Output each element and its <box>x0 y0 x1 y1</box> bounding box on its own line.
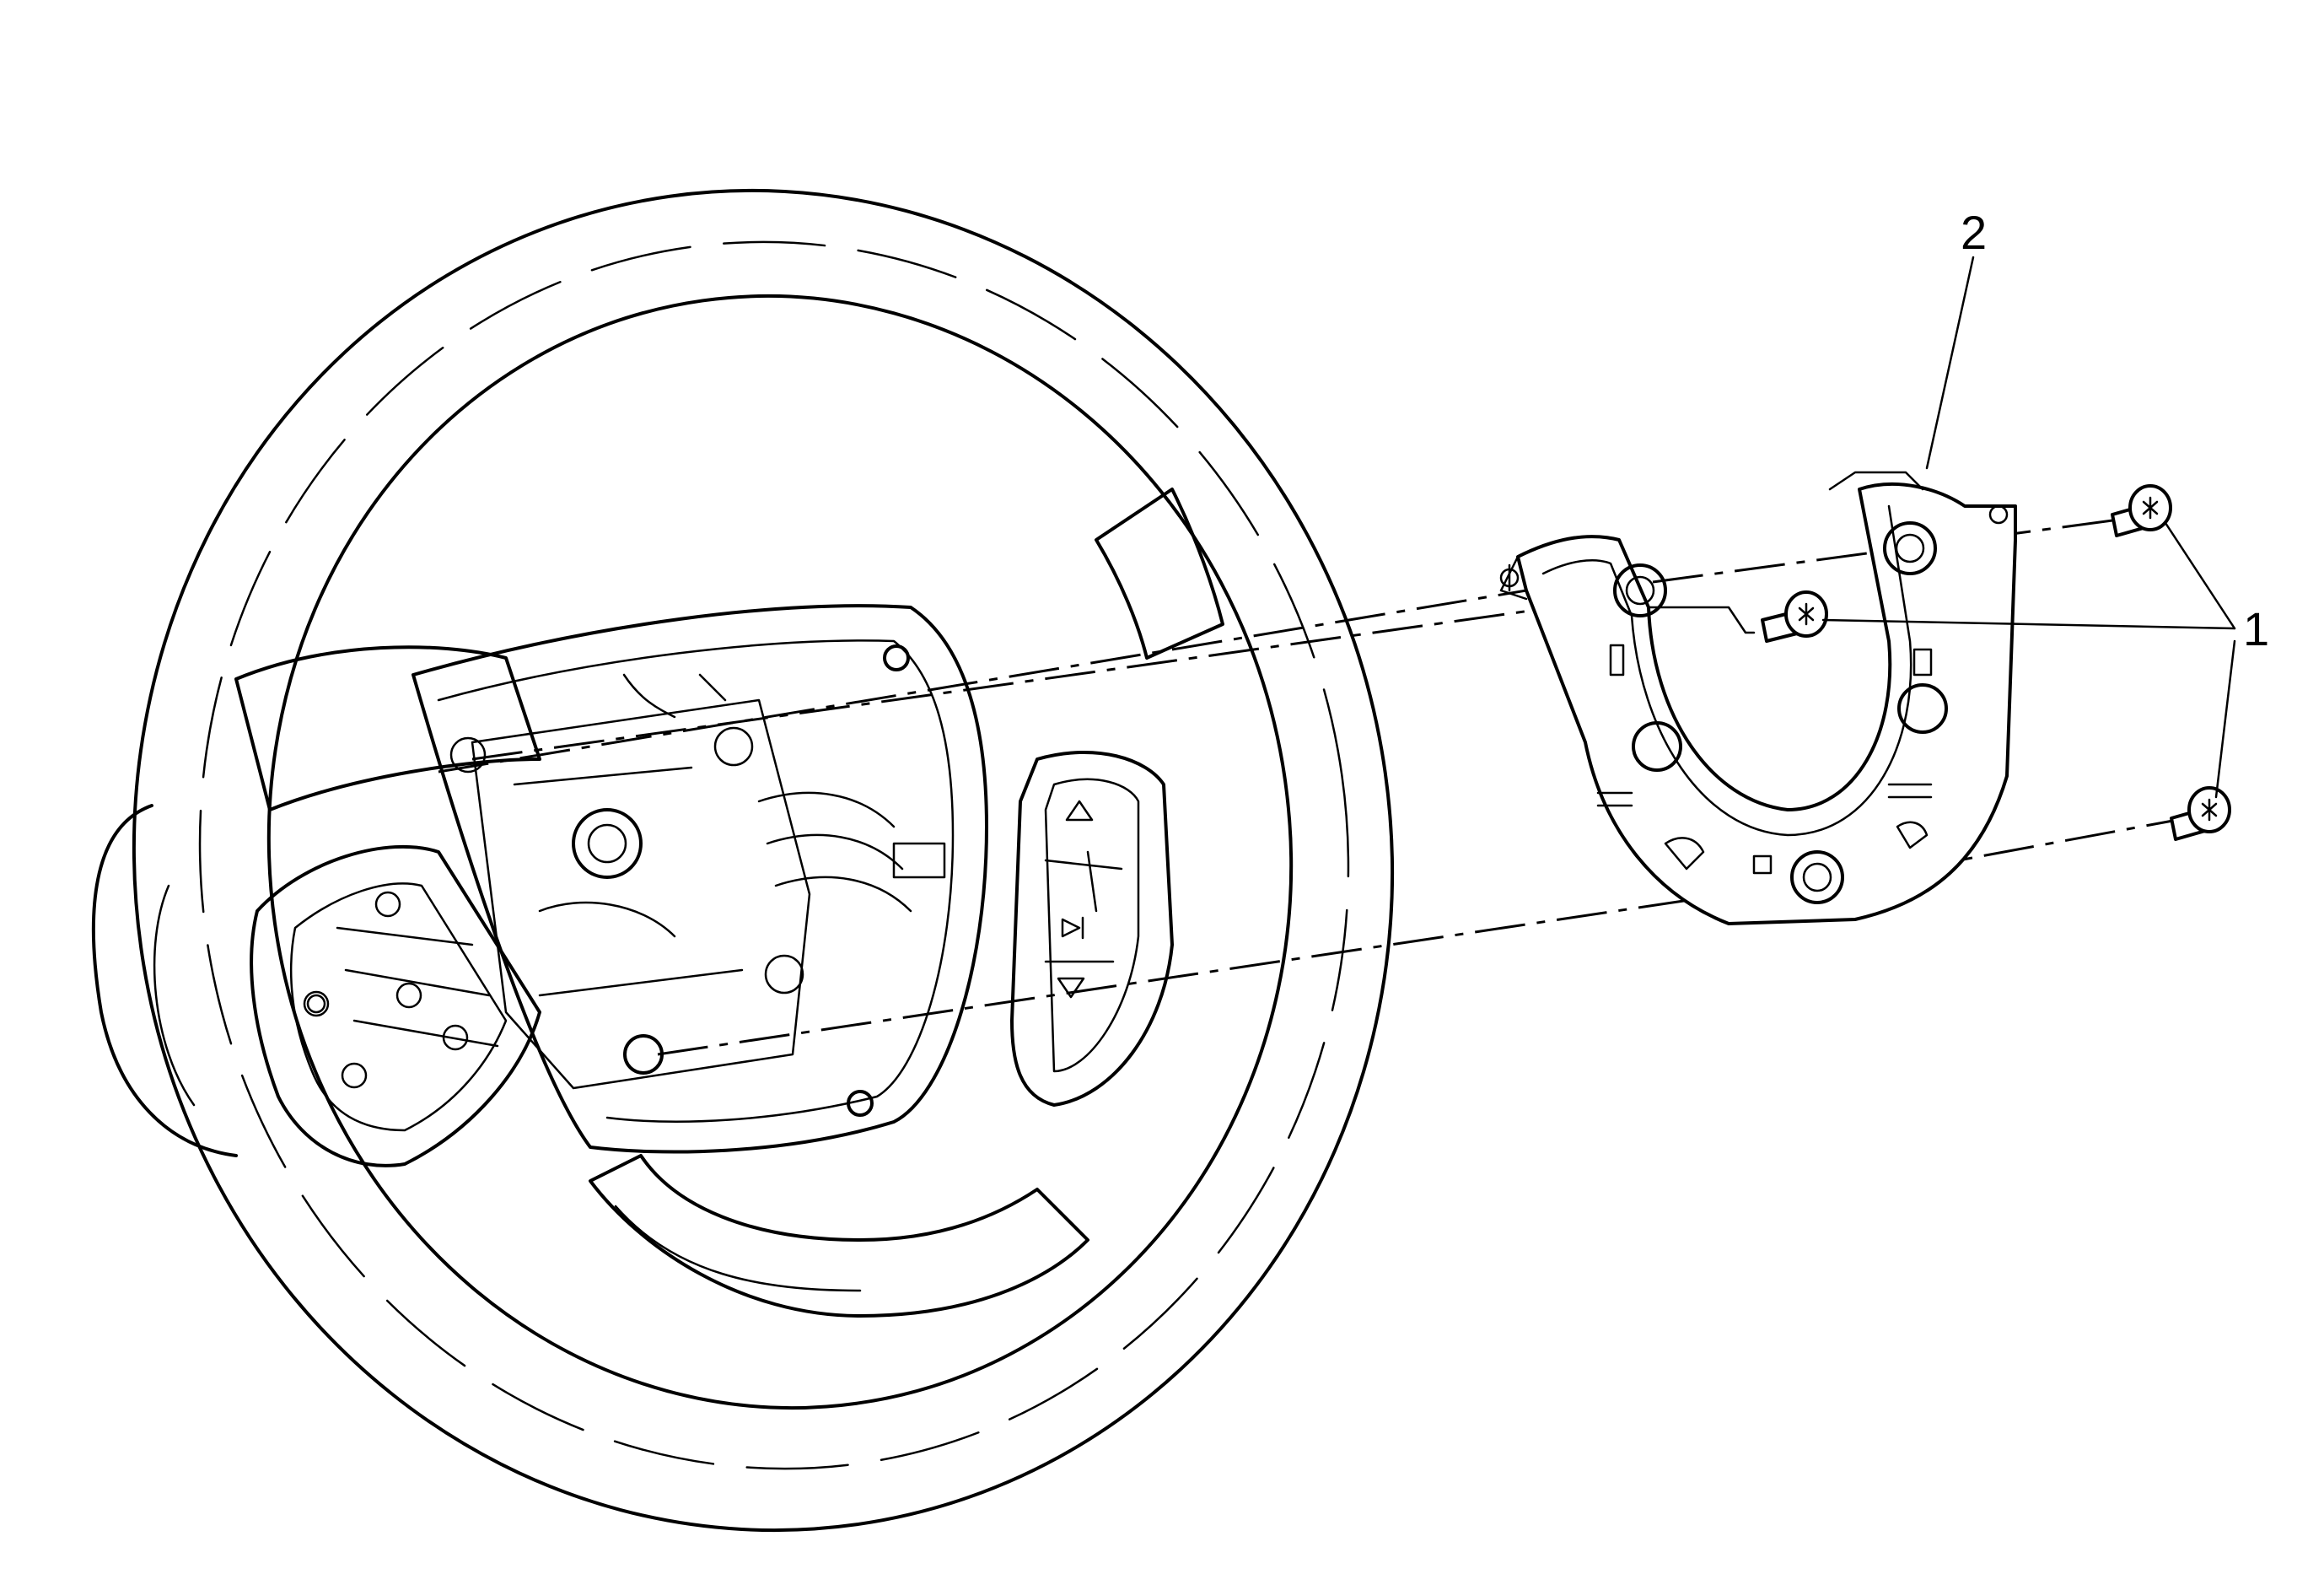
leader-line-item-2 <box>1925 256 1975 470</box>
bracket-tab-hole-left <box>1499 568 1520 588</box>
steering-wheel-rim-seam <box>198 240 1350 1470</box>
hub-mount-upper <box>713 726 754 767</box>
fastener-screw-middle <box>1761 590 1828 643</box>
hub-mount-lower <box>764 954 804 995</box>
alignment-line-upper <box>471 593 1645 761</box>
hub-mount-left <box>449 736 487 774</box>
hub-trim-ring <box>412 604 988 1154</box>
callout-label-fastener: 1 <box>2243 602 2269 655</box>
leader-line-item-1-middle <box>1821 618 2236 630</box>
right-button-next-icon <box>1061 916 1084 940</box>
alignment-line-mid <box>438 589 1527 774</box>
leader-lines <box>1821 256 2236 799</box>
hub-connector <box>892 842 946 879</box>
wheel-screw-top <box>883 644 910 671</box>
right-button-down-icon <box>1057 977 1085 999</box>
hub-rear-housing <box>91 804 238 1157</box>
leader-line-item-1-lower <box>2214 639 2236 799</box>
upper-left-spoke <box>234 645 541 811</box>
left-button-side-icon <box>303 990 330 1017</box>
alignment-line-lower <box>657 892 1730 1056</box>
left-switch-buttons <box>303 891 499 1089</box>
alignment-line-right-upper <box>1652 517 2126 584</box>
hub-mount-bottom <box>623 1034 664 1075</box>
fasteners <box>1761 484 2231 841</box>
steering-wheel-rim-outer <box>132 188 1395 1533</box>
left-button-mid-icon <box>395 982 422 1009</box>
left-button-low-icon <box>442 1024 469 1051</box>
fastener-screw-lower <box>2170 786 2231 841</box>
hub-center-nut <box>572 808 643 879</box>
right-button-up-icon <box>1065 800 1094 822</box>
torx-icon <box>2142 496 2159 520</box>
hub-internal-structure <box>449 673 946 1090</box>
steering-wheel-rim-inner <box>266 294 1294 1410</box>
wheel-screw-bottom <box>847 1090 874 1117</box>
steering-wheel <box>91 188 1395 1533</box>
callout-label-bracket: 2 <box>1961 206 1987 259</box>
left-switch-panel <box>250 844 541 1167</box>
bracket-body <box>1516 482 2017 925</box>
bracket-tab-hole-right <box>1988 504 2009 525</box>
fastener-screw-upper <box>2111 484 2172 537</box>
bracket-boss-upper-right <box>1883 521 1937 575</box>
bracket-boss-upper-left <box>1613 563 1667 617</box>
left-button-bottom-icon <box>341 1062 368 1089</box>
bracket-boss-lower <box>1790 850 1844 904</box>
switch-bracket <box>1499 471 2017 925</box>
upper-right-spoke <box>1095 488 1224 660</box>
right-switch-buttons <box>1044 800 1123 999</box>
left-button-top-icon <box>374 891 401 918</box>
bottom-spoke <box>589 1154 1089 1318</box>
leader-line-item-1-upper <box>2164 521 2236 630</box>
bracket-boss-mid-right <box>1897 683 1948 734</box>
torx-icon <box>1798 602 1815 626</box>
torx-icon <box>2201 798 2218 822</box>
bracket-boss-mid-left <box>1632 721 1682 772</box>
wheel-screw-left <box>306 994 326 1014</box>
right-switch-panel <box>1010 750 1174 1107</box>
